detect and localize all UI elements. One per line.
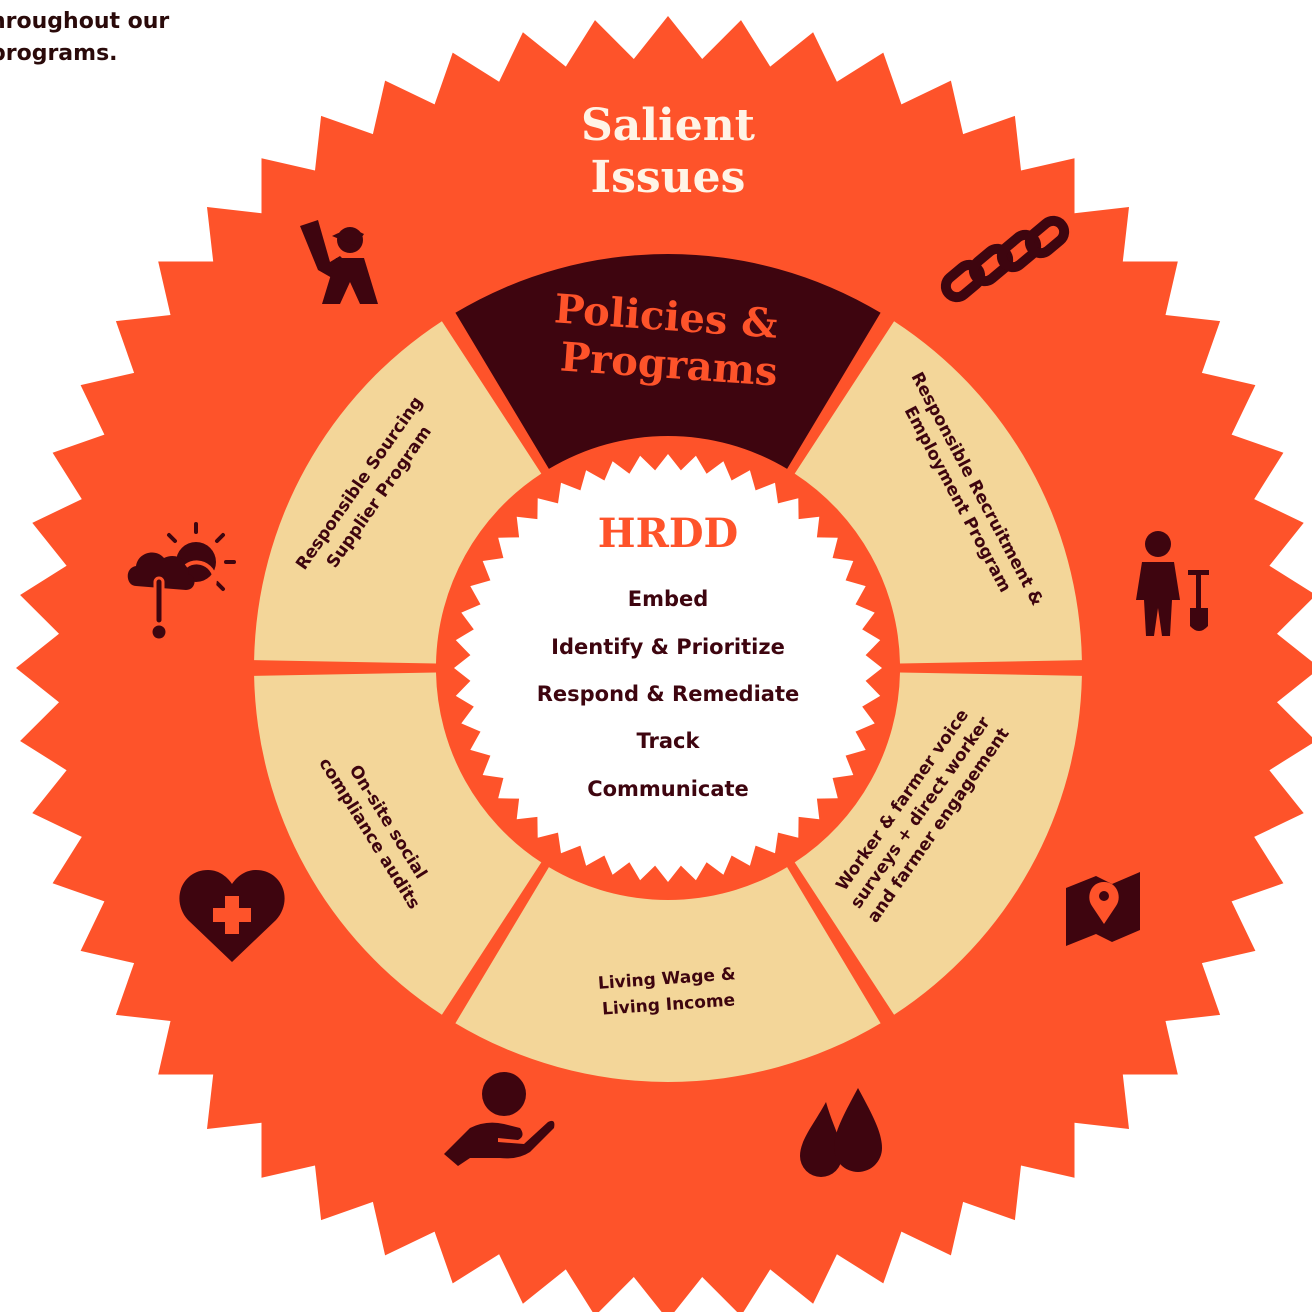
salient-title-line-1: Salient	[581, 100, 756, 151]
intro-line: hroughout our	[0, 9, 170, 34]
ring-segment-voice	[794, 672, 1082, 1015]
weather-thermometer-icon	[127, 522, 236, 642]
heart-cross-icon	[179, 870, 285, 962]
policies-programs-ring	[254, 254, 1082, 1082]
hrdd-step-embed: Embed	[628, 587, 709, 611]
intro-text: hroughout our programs.	[0, 6, 310, 70]
salient-title-line-2: Issues	[591, 152, 746, 203]
hrdd-title: HRDD	[598, 510, 738, 557]
ring-segment-recruitment	[794, 321, 1082, 664]
salient-issues-title: Salient Issues	[581, 100, 756, 203]
raised-hand-person-icon	[300, 220, 378, 304]
ring-segment-sourcing	[254, 321, 542, 664]
water-drops-icon	[800, 1088, 882, 1177]
hrdd-step-identify: Identify & Prioritize	[551, 635, 785, 659]
hrdd-step-respond: Respond & Remediate	[537, 682, 800, 706]
child-with-shovel-icon	[1136, 531, 1209, 636]
ring-segment-living-wage	[455, 867, 881, 1082]
hrdd-center-badge	[454, 454, 882, 882]
hrdd-step-communicate: Communicate	[587, 777, 749, 801]
chain-links-icon	[940, 215, 1070, 303]
ring-segment-policies	[455, 254, 881, 469]
ring-segment-audits	[254, 672, 542, 1015]
policies-programs-title: Policies & Programs	[553, 285, 779, 395]
hand-holding-coin-icon	[444, 1072, 555, 1166]
hrdd-center-content: HRDD Embed Identify & Prioritize Respond…	[537, 510, 800, 801]
map-pin-icon	[1066, 872, 1140, 946]
intro-line: programs.	[0, 41, 118, 66]
hrdd-step-track: Track	[637, 729, 701, 753]
